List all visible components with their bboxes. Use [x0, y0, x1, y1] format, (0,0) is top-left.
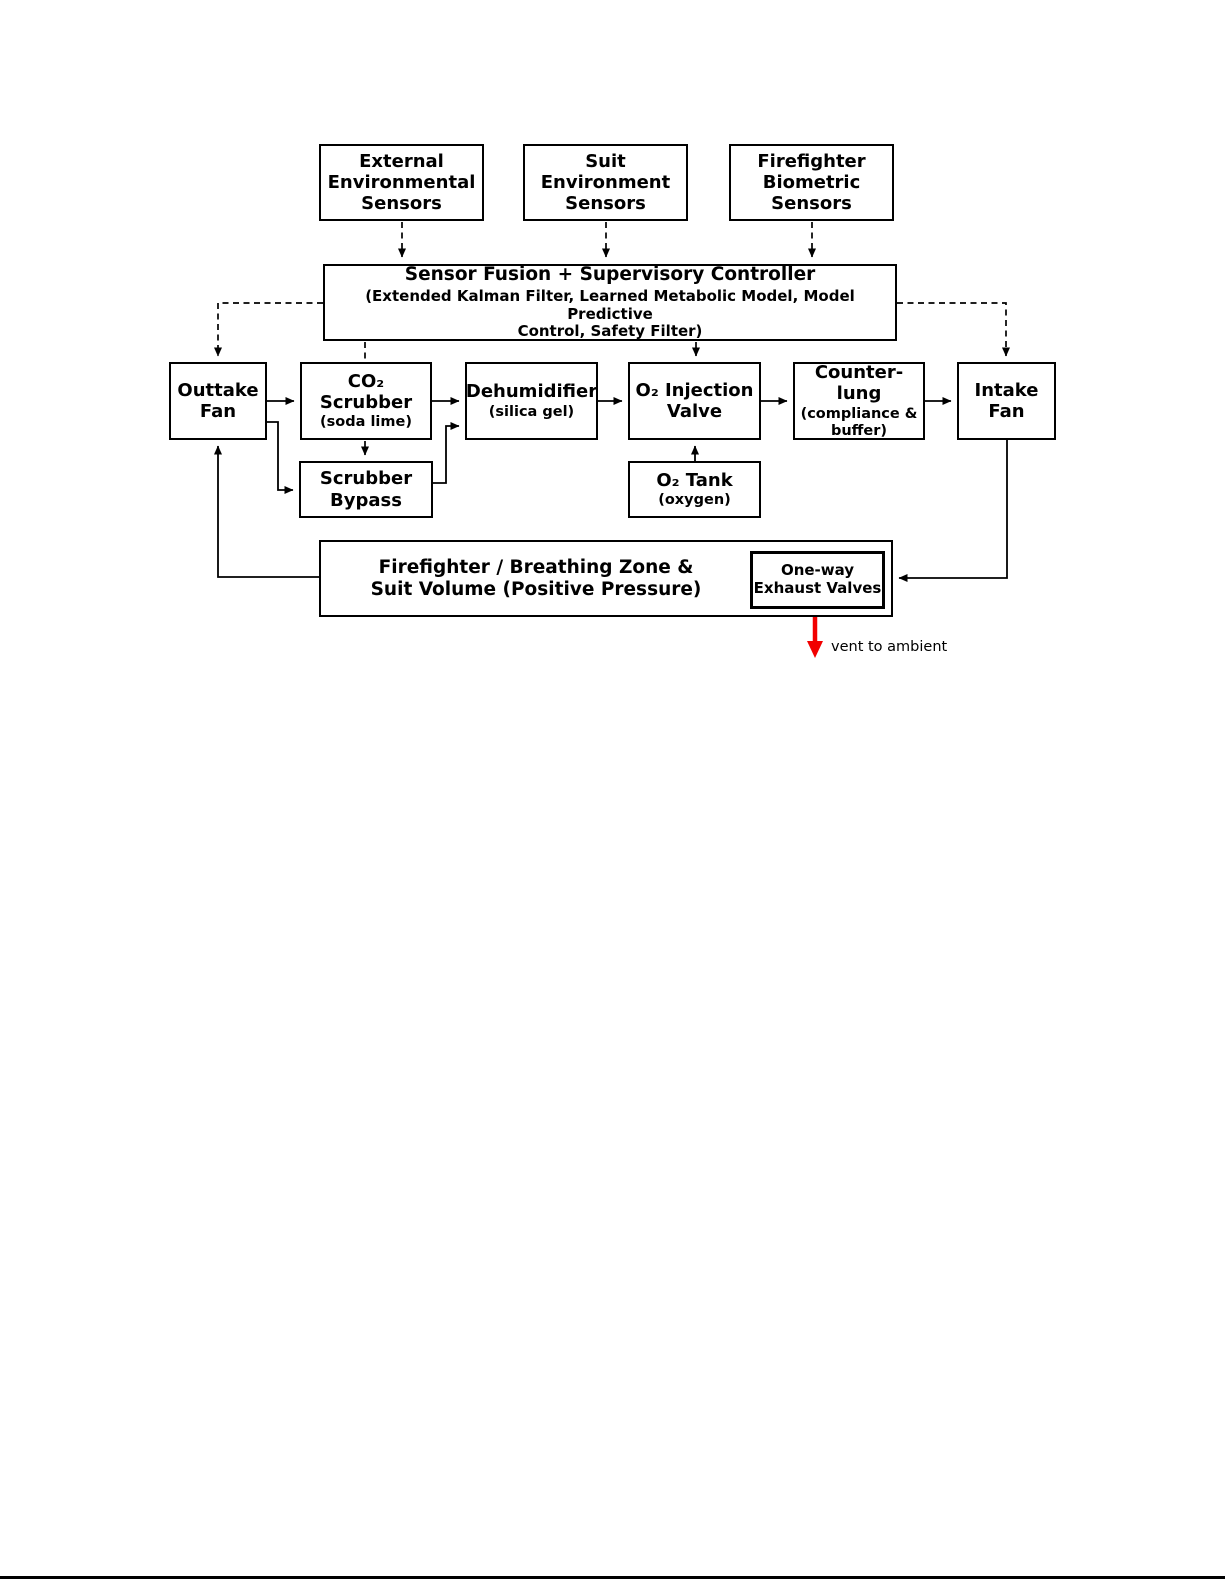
- node-sublabel: (soda lime): [320, 414, 412, 431]
- flow-bypass-to-dehumidifier: [433, 422, 460, 484]
- node-label: Counter-lung: [814, 362, 904, 405]
- node-label: External Environmental Sensors: [327, 150, 476, 215]
- node-outtake-fan: Outtake Fan: [169, 362, 267, 440]
- node-label: One-way Exhaust Valves: [753, 561, 882, 597]
- node-intake-fan: Intake Fan: [957, 362, 1056, 440]
- node-sublabel: (compliance & buffer): [800, 405, 918, 439]
- controller-title: Sensor Fusion + Supervisory Controller: [404, 264, 816, 286]
- node-label: Outtake Fan: [177, 379, 259, 422]
- node-label: CO₂ Scrubber: [319, 370, 413, 413]
- page-bottom-rule: [0, 1576, 1225, 1579]
- flow-outtake-to-bypass: [267, 421, 294, 494]
- node-label: O₂ Injection Valve: [635, 379, 754, 422]
- node-label: Firefighter / Breathing Zone & Suit Volu…: [370, 556, 702, 600]
- node-sensor-fusion-supervisory-controller: Sensor Fusion + Supervisory Controller (…: [323, 264, 897, 341]
- node-label: O₂ Tank: [656, 469, 733, 491]
- diagram-connectors: [214, 222, 1010, 658]
- node-sublabel: (silica gel): [488, 403, 575, 420]
- node-counter-lung: Counter-lung (compliance & buffer): [793, 362, 925, 440]
- control-link-to-intake-fan: [897, 302, 1010, 357]
- flow-suit-volume-to-outtake: [214, 445, 319, 578]
- vent-to-ambient-label: vent to ambient: [831, 639, 948, 655]
- node-co2-scrubber: CO₂ Scrubber (soda lime): [300, 362, 432, 440]
- control-link-to-outtake-fan: [214, 302, 323, 357]
- node-scrubber-bypass: Scrubber Bypass: [299, 461, 433, 518]
- node-label: Scrubber Bypass: [319, 468, 413, 511]
- node-o2-injection-valve: O₂ Injection Valve: [628, 362, 761, 440]
- node-sublabel: (oxygen): [658, 492, 731, 509]
- node-suit-environment-sensors: Suit Environment Sensors: [523, 144, 688, 221]
- node-label: Intake Fan: [974, 379, 1039, 422]
- flow-intake-to-suit-volume: [898, 440, 1008, 582]
- node-label: Dehumidifier: [465, 381, 598, 403]
- node-dehumidifier: Dehumidifier (silica gel): [465, 362, 598, 440]
- node-suit-volume: Firefighter / Breathing Zone & Suit Volu…: [319, 540, 893, 617]
- node-external-environmental-sensors: External Environmental Sensors: [319, 144, 484, 221]
- node-label: Suit Environment Sensors: [540, 150, 671, 215]
- suit-volume-label-wrap: Firefighter / Breathing Zone & Suit Volu…: [321, 542, 751, 615]
- node-one-way-exhaust-valves: One-way Exhaust Valves: [750, 551, 885, 609]
- controller-subtitle: (Extended Kalman Filter, Learned Metabol…: [365, 286, 855, 341]
- node-firefighter-biometric-sensors: Firefighter Biometric Sensors: [729, 144, 894, 221]
- node-label: Firefighter Biometric Sensors: [757, 150, 866, 215]
- node-o2-tank: O₂ Tank (oxygen): [628, 461, 761, 518]
